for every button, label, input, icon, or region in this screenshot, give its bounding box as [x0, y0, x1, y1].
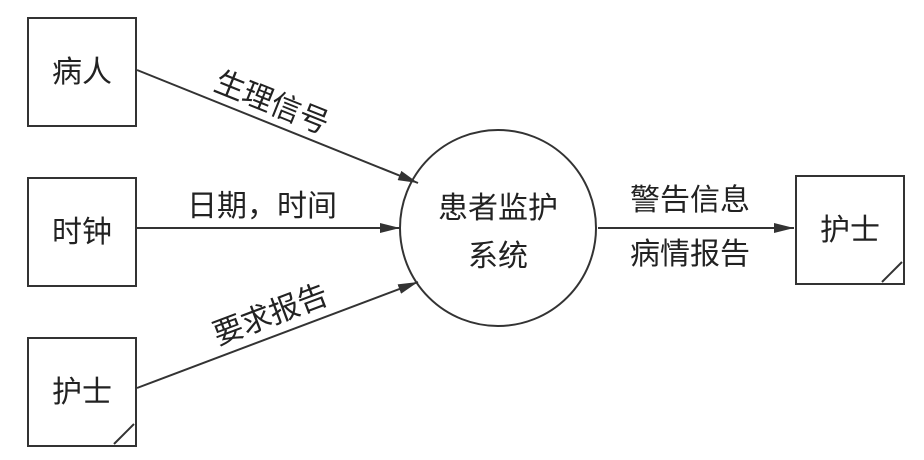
flow-vital-signs: 生理信号 [136, 65, 419, 184]
flow-warning-report: 警告信息 病情报告 [598, 183, 794, 272]
process-patient-monitoring-system: 患者监护 系统 [399, 129, 597, 327]
process-label-line1: 患者监护 [438, 191, 558, 226]
flow-vital-signs-arrow [136, 69, 419, 184]
entity-clock-label: 时钟 [52, 215, 112, 250]
flow-report-label: 病情报告 [630, 237, 750, 272]
entity-patient: 病人 [27, 17, 137, 127]
entity-nurse-left-label: 护士 [52, 375, 112, 410]
flow-request-report-label: 要求报告 [208, 278, 333, 353]
flow-warning-label: 警告信息 [630, 183, 750, 218]
entity-nurse-right: 护士 [795, 175, 905, 285]
corner-mark [881, 261, 903, 283]
process-label-line2: 系统 [468, 239, 528, 274]
flow-date-time-label: 日期，时间 [187, 189, 337, 224]
entity-nurse-left: 护士 [27, 337, 137, 447]
entity-patient-label: 病人 [52, 55, 112, 90]
flow-request-report: 要求报告 [136, 278, 419, 389]
corner-mark [113, 423, 135, 445]
flow-vital-signs-label: 生理信号 [209, 65, 333, 142]
flow-request-report-arrow [136, 281, 419, 389]
flow-date-time: 日期，时间 [137, 189, 400, 233]
entity-clock: 时钟 [27, 177, 137, 287]
entity-nurse-right-label: 护士 [820, 213, 880, 248]
